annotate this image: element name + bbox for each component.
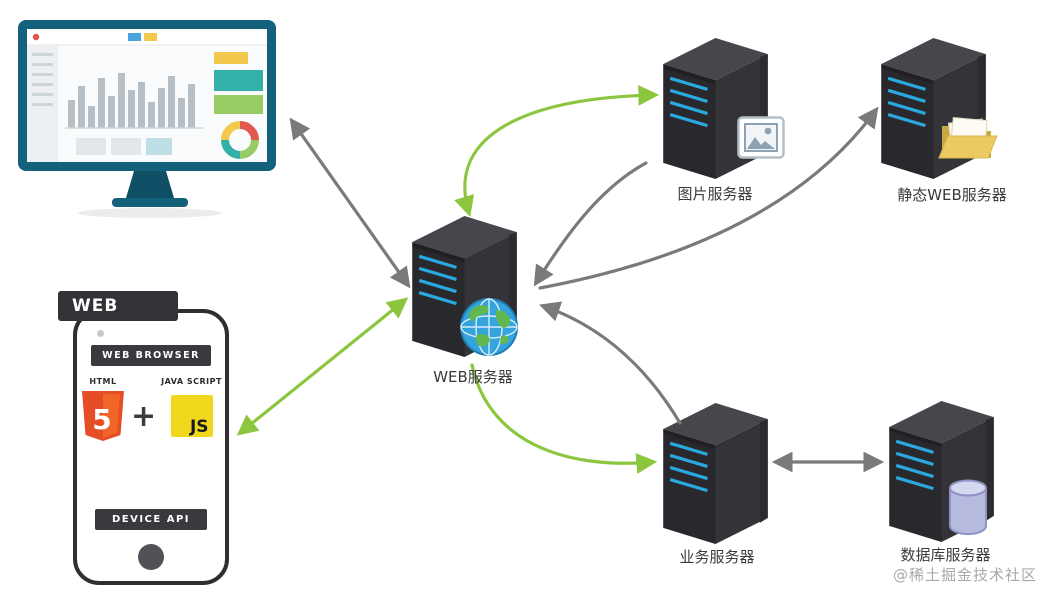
arrow-monitor-webserver bbox=[289, 117, 411, 289]
image-server-label: 图片服务器 bbox=[677, 185, 753, 203]
arrow-phone-webserver bbox=[236, 297, 409, 436]
plus-sign: + bbox=[131, 399, 157, 434]
static-web-server-label: 静态WEB服务器 bbox=[897, 186, 1007, 204]
arrow-webserver-imageserver bbox=[454, 84, 660, 217]
js-logo-column: JAVA SCRIPT JS bbox=[161, 377, 222, 437]
business-server bbox=[663, 403, 768, 548]
business-server-label: 业务服务器 bbox=[679, 548, 755, 566]
javascript-caption: JAVA SCRIPT bbox=[161, 377, 222, 386]
logo-row: HTML 5 + JAVA SCRIPT JS bbox=[77, 377, 225, 442]
desktop-client bbox=[18, 20, 283, 224]
device-api-bar: DEVICE API bbox=[95, 509, 207, 530]
server-tower bbox=[663, 403, 768, 544]
arrow-businessserver-webserver bbox=[539, 301, 682, 425]
html5-logo: 5 bbox=[82, 391, 124, 441]
watermark: @稀土掘金技术社区 bbox=[892, 566, 1037, 584]
web-browser-bar: WEB BROWSER bbox=[91, 345, 211, 366]
globe-icon bbox=[460, 298, 518, 356]
html-caption: HTML bbox=[89, 377, 117, 386]
web-banner: WEB bbox=[58, 291, 178, 321]
picture-icon bbox=[737, 116, 785, 159]
folder-icon bbox=[938, 117, 998, 159]
html5-logo-column: HTML 5 bbox=[80, 377, 126, 442]
database-cylinder-icon bbox=[949, 479, 987, 535]
js-logo-text: JS bbox=[189, 417, 209, 437]
html5-logo-number: 5 bbox=[92, 403, 111, 436]
home-button bbox=[138, 544, 164, 570]
database-server-label: 数据库服务器 bbox=[900, 546, 991, 564]
js-logo: JS bbox=[170, 395, 213, 437]
web-server-label: WEB服务器 bbox=[433, 368, 513, 386]
camera-dot bbox=[97, 330, 104, 337]
mobile-client: WEB BROWSER HTML 5 + JAVA SCRIPT JS DEVI… bbox=[73, 309, 229, 585]
image-server bbox=[663, 38, 768, 183]
desktop-monitor bbox=[18, 20, 276, 218]
arrow-imageserver-webserver bbox=[533, 161, 648, 287]
